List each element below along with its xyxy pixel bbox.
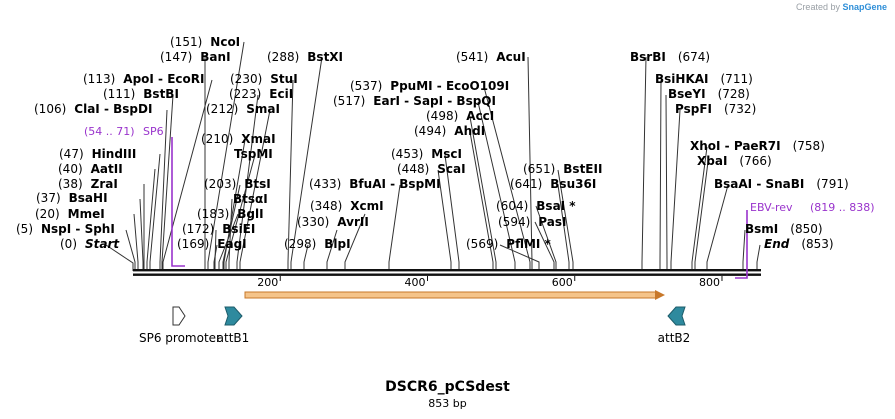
- site-scai[interactable]: (448)ScaI: [397, 162, 466, 176]
- site-tspmi[interactable]: TspMI: [234, 147, 273, 161]
- credit-text: Created by: [795, 2, 840, 12]
- site-bsihkai[interactable]: BsiHKAI(711): [655, 72, 753, 86]
- site-btsai[interactable]: BtsαI: [233, 192, 268, 206]
- site-blpi[interactable]: (298)BlpI: [284, 237, 351, 251]
- site-bfuai-bspmi[interactable]: (433)BfuAI - BspMI: [309, 177, 441, 191]
- site-start[interactable]: (0)Start: [60, 237, 120, 251]
- site-ahdi[interactable]: (494)AhdI: [414, 124, 485, 138]
- site-eagi[interactable]: (169)EagI: [177, 237, 247, 251]
- map-length: 853 bp: [428, 397, 467, 410]
- site-msci[interactable]: (453)MscI: [391, 147, 462, 161]
- site-bani[interactable]: (147)BanI: [160, 50, 231, 64]
- map-title: DSCR6_pCSdest: [385, 379, 510, 395]
- feature-sp6-promoter[interactable]: SP6 promoter: [139, 306, 221, 345]
- site-bgli[interactable]: (183)BglI: [197, 207, 264, 221]
- site-bstxi[interactable]: (288)BstXI: [267, 50, 343, 64]
- site-bsmi[interactable]: BsmI(850): [745, 222, 823, 236]
- site-nspi-sphi[interactable]: (5)NspI - SphI: [16, 222, 115, 236]
- primer-sp6-label: SP6: [143, 125, 164, 138]
- snapgene-credit: Created by SnapGene: [796, 2, 887, 12]
- ruler: 200 400 600 800: [257, 276, 723, 289]
- site-ecii[interactable]: (223)EciI: [229, 87, 293, 101]
- primer-ebv-rev-label: EBV-rev: [750, 201, 793, 214]
- site-bsu36i[interactable]: (641)Bsu36I: [510, 177, 596, 191]
- primer-sp6-range: (54 .. 71): [84, 125, 135, 138]
- feature-sp6-promoter-label: SP6 promoter: [139, 331, 221, 345]
- site-bsteii[interactable]: (651)BstEII: [523, 162, 602, 176]
- site-pspfi[interactable]: PspFI(732): [675, 102, 756, 116]
- site-acci[interactable]: (498)AccI: [426, 109, 494, 123]
- feature-attb1-label: attB1: [217, 331, 250, 345]
- site-eari-sapi-bspqi[interactable]: (517)EarI - SapI - BspQI: [333, 94, 496, 108]
- site-bsiei[interactable]: (172)BsiEI: [182, 222, 255, 236]
- site-bstbi[interactable]: (111)BstBI: [103, 87, 179, 101]
- site-bseyi[interactable]: BseYI(728): [668, 87, 750, 101]
- site-connector-lines: [105, 41, 761, 271]
- site-clai-bspdi[interactable]: (106)ClaI - BspDI: [34, 102, 152, 116]
- ruler-tick-label: 400: [404, 276, 425, 289]
- site-pasi[interactable]: (594)PasI: [498, 215, 566, 229]
- site-xhoi-paer7i[interactable]: XhoI - PaeR7I(758): [690, 139, 825, 153]
- site-apoi-ecori[interactable]: (113)ApoI - EcoRI: [83, 72, 204, 86]
- site-xbai[interactable]: XbaI(766): [697, 154, 772, 168]
- site-stui[interactable]: (230)StuI: [230, 72, 298, 86]
- primer-ebv-rev[interactable]: EBV-rev (819 .. 838): [735, 201, 875, 279]
- site-avrii[interactable]: (330)AvrII: [297, 215, 369, 229]
- ruler-tick-label: 800: [699, 276, 720, 289]
- orf-arrow[interactable]: [244, 290, 665, 300]
- primer-sp6[interactable]: (54 .. 71) SP6: [84, 125, 185, 267]
- site-xmai[interactable]: (210)XmaI: [201, 132, 276, 146]
- site-ncoi[interactable]: (151)NcoI: [170, 35, 240, 49]
- primer-ebv-rev-range: (819 .. 838): [810, 201, 875, 214]
- site-bsrbi[interactable]: BsrBI(674): [630, 50, 710, 64]
- site-btsi[interactable]: (203)BtsI: [204, 177, 271, 191]
- site-smai[interactable]: (212)SmaI: [206, 102, 280, 116]
- feature-attb2[interactable]: attB2: [658, 306, 691, 345]
- plasmid-linear-map: 200 400 600 800 (54 .. 71) SP6 EBV-rev (819…: [16, 35, 875, 345]
- site-end[interactable]: End(853): [764, 237, 834, 251]
- site-pflmi[interactable]: (569)PflMI *: [466, 237, 552, 251]
- ruler-tick-label: 200: [257, 276, 278, 289]
- ruler-tick-label: 600: [552, 276, 573, 289]
- site-aatii[interactable]: (40)AatII: [58, 162, 123, 176]
- site-acui[interactable]: (541)AcuI: [456, 50, 526, 64]
- backbone: [133, 269, 761, 276]
- site-bsaai-snabi[interactable]: BsaAI - SnaBI(791): [714, 177, 849, 191]
- site-bsahi[interactable]: (37)BsaHI: [36, 191, 108, 205]
- site-ppumi-ecoo109i[interactable]: (537)PpuMI - EcoO109I: [350, 79, 509, 93]
- site-zrai[interactable]: (38)ZraI: [58, 177, 118, 191]
- feature-attb2-label: attB2: [658, 331, 691, 345]
- site-mmei[interactable]: (20)MmeI: [35, 207, 105, 221]
- site-xcmi[interactable]: (348)XcmI: [310, 199, 384, 213]
- snapgene-logo: SnapGene: [842, 2, 887, 12]
- site-hindiii[interactable]: (47)HindIII: [59, 147, 136, 161]
- feature-attb1[interactable]: attB1: [217, 306, 250, 345]
- site-bsai[interactable]: (604)BsaI *: [496, 199, 576, 213]
